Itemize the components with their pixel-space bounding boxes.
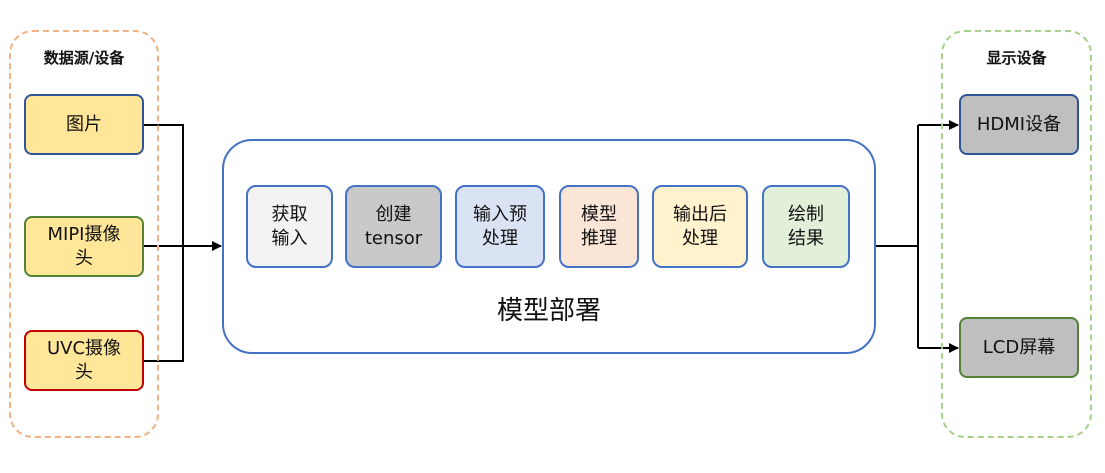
source-group-title: 数据源/设备 <box>43 49 125 67</box>
step-create-tensor: 创建 tensor <box>345 185 442 268</box>
display-group-title: 显示设备 <box>986 49 1047 67</box>
step-draw-result: 绘制 结果 <box>762 185 850 268</box>
display-hdmi: HDMI设备 <box>959 94 1079 155</box>
source-image: 图片 <box>24 94 144 155</box>
source-uvc-camera: UVC摄像 头 <box>24 330 144 391</box>
step-postprocess: 输出后 处理 <box>652 185 748 268</box>
step-get-input: 获取 输入 <box>246 185 333 268</box>
source-group <box>9 30 159 438</box>
deployment-title: 模型部署 <box>496 296 601 326</box>
source-mipi-camera: MIPI摄像 头 <box>24 216 144 277</box>
display-lcd: LCD屏幕 <box>959 317 1079 378</box>
step-preprocess: 输入预 处理 <box>455 185 545 268</box>
display-group <box>941 30 1092 438</box>
step-inference: 模型 推理 <box>559 185 639 268</box>
